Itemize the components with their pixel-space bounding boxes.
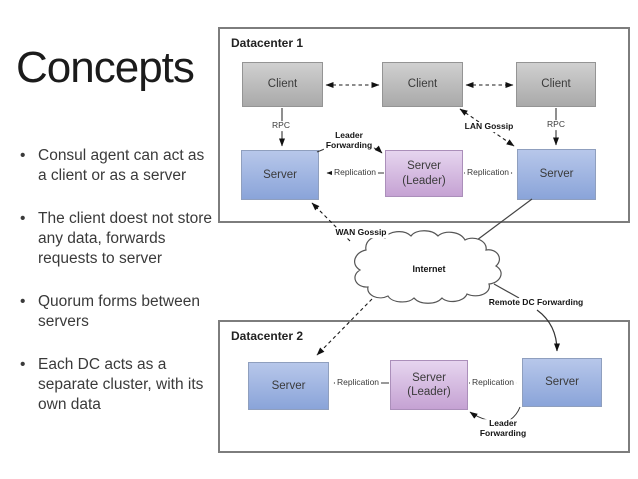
bullet-item: Consul agent can act as a client or as a… bbox=[16, 146, 214, 186]
dc2-server-left: Server bbox=[248, 362, 329, 410]
bullet-item: Each DC acts as a separate cluster, with… bbox=[16, 355, 214, 415]
node-label: Server bbox=[545, 376, 579, 389]
node-label: (Leader) bbox=[407, 386, 451, 398]
dc1-server-right: Server bbox=[517, 149, 596, 200]
edge-label-replication-dc2-right: Replication bbox=[469, 377, 517, 388]
bullet-item: The client doest not store any data, for… bbox=[16, 209, 214, 269]
edge-remote-dc-b bbox=[493, 283, 520, 299]
edge-label-wan-gossip: WAN Gossip bbox=[333, 227, 389, 238]
dc1-server-leader: Server (Leader) bbox=[385, 150, 463, 197]
page-title: Concepts bbox=[16, 43, 195, 92]
node-label: (Leader) bbox=[402, 174, 446, 187]
datacenter2-label: Datacenter 2 bbox=[231, 329, 304, 343]
edge-label-leader-forwarding-dc1: Leader Forwarding bbox=[323, 130, 375, 151]
edge-label-rpc-right: RPC bbox=[545, 119, 567, 130]
edge-label-rpc-left: RPC bbox=[270, 120, 292, 131]
node-label: Server bbox=[412, 371, 446, 384]
node-label: Server bbox=[263, 168, 297, 181]
node-label: Client bbox=[407, 78, 438, 91]
dc1-client-1: Client bbox=[242, 62, 323, 107]
edge-label-replication-dc1-left: Replication bbox=[331, 167, 379, 178]
dc2-server-leader: Server (Leader) bbox=[390, 360, 468, 410]
dc1-server-left: Server bbox=[241, 150, 319, 200]
node-label: Server bbox=[539, 168, 574, 181]
node-label: Client bbox=[541, 78, 571, 91]
edge-label-leader-forwarding-dc2: Leader Forwarding bbox=[477, 418, 529, 439]
node-label: Server bbox=[271, 379, 306, 392]
edge-label-replication-dc2-left: Replication bbox=[334, 377, 382, 388]
edge-label-lan-gossip: LAN Gossip bbox=[462, 121, 516, 132]
node-label: Server bbox=[407, 160, 441, 173]
internet-label: Internet bbox=[412, 263, 446, 274]
dc1-client-3: Client bbox=[516, 62, 596, 107]
dc2-server-right: Server bbox=[522, 358, 602, 407]
bullet-list: Consul agent can act as a client or as a… bbox=[16, 146, 214, 415]
bullet-item: Quorum forms between servers bbox=[16, 292, 214, 332]
dc1-client-2: Client bbox=[382, 62, 463, 107]
edge-label-remote-dc-forwarding: Remote DC Forwarding bbox=[486, 297, 586, 308]
edge-label-replication-dc1-right: Replication bbox=[464, 167, 512, 178]
datacenter1-label: Datacenter 1 bbox=[231, 36, 304, 50]
node-label: Client bbox=[267, 78, 298, 91]
